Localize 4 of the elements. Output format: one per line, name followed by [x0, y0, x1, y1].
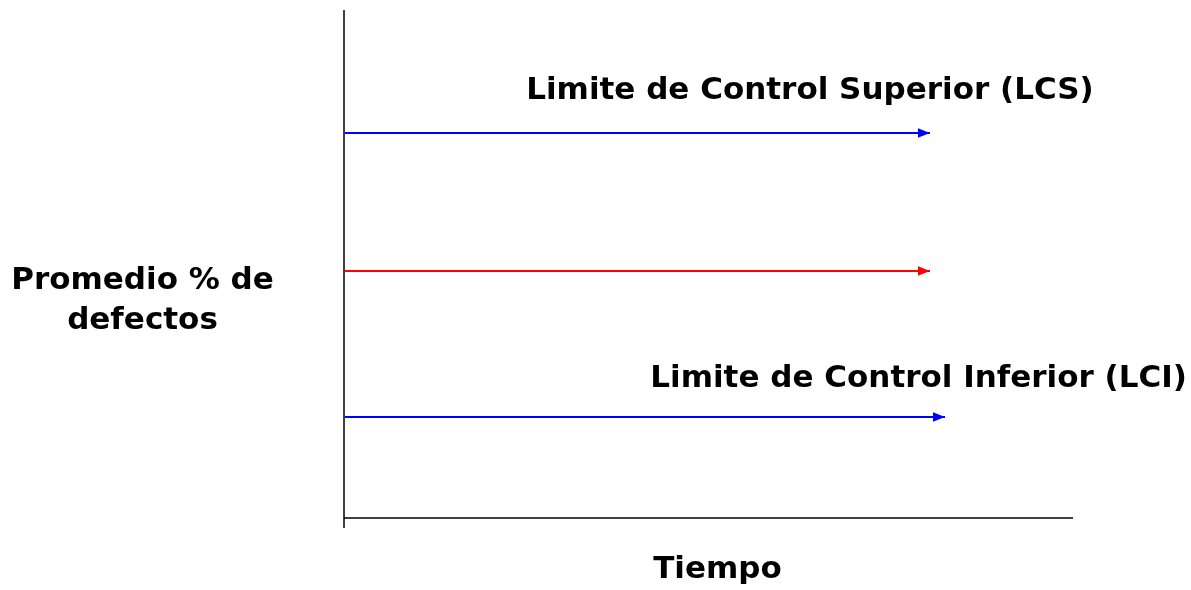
y-axis-label: Promedio % de defectos — [10, 259, 275, 339]
lower-limit-label: Limite de Control Inferior (LCI) — [649, 357, 1187, 396]
x-axis-label: Tiempo — [652, 548, 783, 587]
upper-limit-label: Limite de Control Superior (LCS) — [525, 69, 1095, 108]
